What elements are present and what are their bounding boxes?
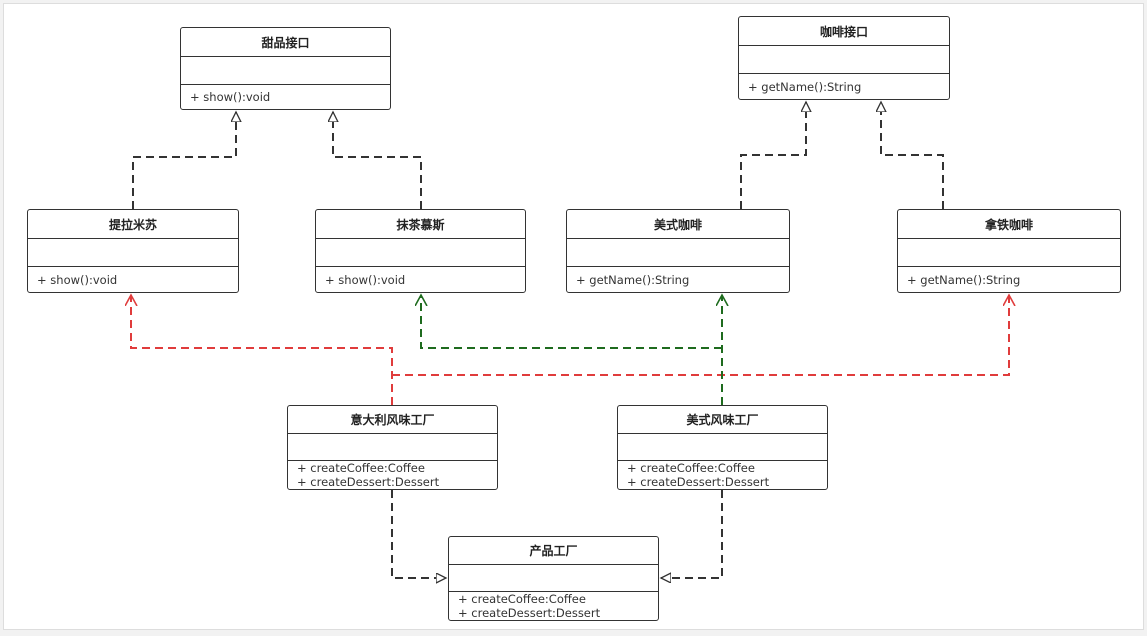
methods-section: + createCoffee:Coffee + createDessert:De… — [618, 461, 827, 489]
method: + getName():String — [748, 79, 862, 94]
methods-section: + show():void — [181, 85, 390, 109]
methods-section: + show():void — [316, 267, 525, 292]
italian-to-tiramisu — [131, 295, 393, 405]
class-name: 抹茶慕斯 — [316, 210, 525, 239]
italian-to-latte — [392, 295, 1009, 376]
attributes-section — [288, 434, 497, 461]
methods-section: + getName():String — [739, 74, 949, 99]
method: + createCoffee:Coffee — [627, 461, 755, 475]
methods-section: + show():void — [28, 267, 238, 292]
americano-realizes-coffee — [740, 102, 806, 209]
methods-section: + getName():String — [567, 267, 789, 292]
class-name: 甜品接口 — [181, 28, 390, 57]
class-name: 拿铁咖啡 — [898, 210, 1120, 239]
class-americano[interactable]: 美式咖啡 + getName():String — [566, 209, 790, 293]
class-italian-factory[interactable]: 意大利风味工厂 + createCoffee:Coffee + createDe… — [287, 405, 498, 490]
american-realizes-product — [661, 490, 723, 578]
class-name: 美式风味工厂 — [618, 406, 827, 434]
methods-section: + createCoffee:Coffee + createDessert:De… — [449, 592, 658, 620]
method: + getName():String — [907, 272, 1021, 287]
class-american-factory[interactable]: 美式风味工厂 + createCoffee:Coffee + createDes… — [617, 405, 828, 490]
matcha-realizes-dessert — [333, 112, 422, 209]
method: + show():void — [37, 272, 118, 287]
attributes-section — [739, 46, 949, 74]
attributes-section — [898, 239, 1120, 267]
method: + createCoffee:Coffee — [458, 592, 586, 606]
method: + createDessert:Dessert — [297, 475, 440, 489]
latte-realizes-coffee — [881, 102, 944, 209]
class-product-factory[interactable]: 产品工厂 + createCoffee:Coffee + createDesse… — [448, 536, 659, 621]
method: + show():void — [325, 272, 406, 287]
american-to-matcha — [421, 295, 722, 349]
class-name: 提拉米苏 — [28, 210, 238, 239]
method: + createCoffee:Coffee — [297, 461, 425, 475]
class-name: 意大利风味工厂 — [288, 406, 497, 434]
class-coffee-interface[interactable]: 咖啡接口 + getName():String — [738, 16, 950, 100]
attributes-section — [449, 565, 658, 592]
class-name: 产品工厂 — [449, 537, 658, 565]
attributes-section — [567, 239, 789, 267]
class-name: 咖啡接口 — [739, 17, 949, 46]
method: + createDessert:Dessert — [627, 475, 770, 489]
class-matcha-mousse[interactable]: 抹茶慕斯 + show():void — [315, 209, 526, 293]
class-latte[interactable]: 拿铁咖啡 + getName():String — [897, 209, 1121, 293]
method: + createDessert:Dessert — [458, 606, 601, 620]
class-tiramisu[interactable]: 提拉米苏 + show():void — [27, 209, 239, 293]
class-name: 美式咖啡 — [567, 210, 789, 239]
italian-realizes-product — [391, 490, 446, 578]
attributes-section — [618, 434, 827, 461]
tiramisu-realizes-dessert — [132, 112, 236, 209]
method: + show():void — [190, 90, 271, 104]
methods-section: + createCoffee:Coffee + createDessert:De… — [288, 461, 497, 489]
attributes-section — [316, 239, 525, 267]
method: + getName():String — [576, 272, 690, 287]
attributes-section — [28, 239, 238, 267]
methods-section: + getName():String — [898, 267, 1120, 292]
class-dessert-interface[interactable]: 甜品接口 + show():void — [180, 27, 391, 110]
attributes-section — [181, 57, 390, 85]
